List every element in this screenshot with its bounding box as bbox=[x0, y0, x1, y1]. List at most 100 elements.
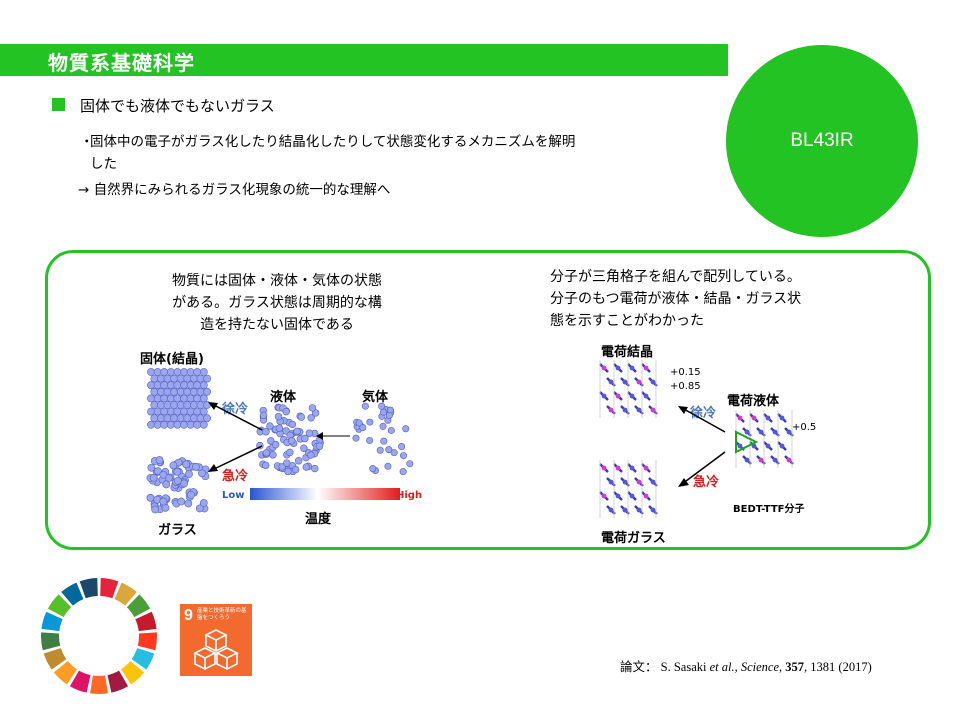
particle bbox=[274, 412, 283, 421]
particle bbox=[177, 497, 186, 506]
particle bbox=[308, 404, 317, 412]
sdg-wheel-segment bbox=[41, 632, 61, 651]
particle bbox=[166, 407, 175, 416]
particle bbox=[199, 407, 208, 416]
liquid-label: 液体 bbox=[270, 390, 297, 405]
beamline-circle bbox=[726, 45, 918, 237]
glass-illustration bbox=[146, 456, 210, 514]
arrow-to-glass bbox=[211, 445, 263, 471]
particle bbox=[378, 402, 386, 410]
particle bbox=[153, 381, 162, 390]
particle bbox=[379, 422, 387, 430]
particle bbox=[146, 493, 155, 502]
particle bbox=[159, 497, 168, 506]
temperature-gradient-bar bbox=[250, 488, 400, 500]
particle bbox=[786, 457, 792, 463]
particle bbox=[160, 368, 169, 376]
particle bbox=[751, 443, 757, 449]
particle bbox=[269, 451, 277, 459]
sdg-wheel-segment bbox=[90, 675, 108, 694]
particle bbox=[636, 407, 642, 413]
particle bbox=[307, 451, 315, 459]
particle bbox=[400, 452, 408, 460]
particle bbox=[169, 461, 178, 470]
particle bbox=[203, 414, 211, 423]
particle bbox=[176, 374, 185, 383]
particle bbox=[147, 381, 155, 390]
particle bbox=[196, 414, 205, 423]
sdg-wheel-segment bbox=[121, 661, 145, 685]
paper-authors: S. Sasaki bbox=[660, 660, 710, 674]
particle bbox=[166, 381, 175, 390]
particle bbox=[170, 401, 178, 409]
particle bbox=[615, 365, 621, 371]
particle bbox=[147, 407, 155, 416]
particle bbox=[643, 365, 649, 371]
particle bbox=[160, 420, 169, 429]
particle bbox=[643, 493, 649, 499]
particle bbox=[160, 381, 169, 390]
particle bbox=[199, 381, 208, 390]
particle bbox=[376, 446, 384, 454]
particle bbox=[737, 415, 743, 421]
particle bbox=[361, 402, 369, 410]
sdg-wheel-segment bbox=[131, 648, 155, 670]
temperature-label: 温度 bbox=[305, 512, 332, 527]
paper-rest: , 1381 (2017) bbox=[804, 660, 872, 674]
particle bbox=[399, 468, 407, 476]
right-quench-label: 急冷 bbox=[693, 475, 720, 490]
particle bbox=[622, 407, 628, 413]
sdg-wheel-segment bbox=[100, 578, 119, 599]
particle bbox=[183, 387, 192, 396]
particle bbox=[151, 505, 160, 514]
particle bbox=[166, 394, 175, 403]
molecule-label: BEDT-TTF分子 bbox=[733, 504, 805, 515]
particle bbox=[629, 493, 635, 499]
paper-prefix: 論文： bbox=[620, 659, 658, 674]
particle bbox=[156, 401, 165, 409]
particle bbox=[293, 427, 301, 436]
particle bbox=[163, 414, 172, 423]
sdg-wheel-segment bbox=[107, 670, 129, 693]
particle bbox=[291, 465, 300, 474]
particle bbox=[173, 381, 182, 390]
liquid-illustration bbox=[256, 403, 324, 476]
particle bbox=[636, 507, 642, 513]
particle bbox=[366, 436, 374, 444]
charge-liquid-label: 電荷液体 bbox=[727, 394, 780, 409]
particle bbox=[744, 457, 750, 463]
particle bbox=[173, 407, 182, 416]
particle bbox=[180, 394, 188, 403]
particle bbox=[294, 457, 303, 465]
particle bbox=[385, 411, 393, 419]
section-heading: 固体でも液体でもないガラス bbox=[80, 97, 275, 115]
particle bbox=[622, 379, 628, 385]
paper-sep: , bbox=[734, 660, 741, 674]
particle bbox=[153, 420, 162, 429]
gas-label: 気体 bbox=[362, 390, 389, 405]
paper-journal: Science bbox=[740, 660, 780, 674]
particle bbox=[147, 463, 156, 472]
arrows-right bbox=[678, 406, 759, 487]
crystal-lattice-illustration bbox=[147, 368, 211, 429]
particle bbox=[772, 457, 778, 463]
particle bbox=[156, 374, 165, 383]
particle bbox=[176, 401, 185, 409]
particle bbox=[608, 479, 614, 485]
paper-volume: 357 bbox=[785, 660, 805, 674]
point-line-1: 固体中の電子がガラス化したり結晶化したりして状態変化するメカニズムを解明 bbox=[90, 134, 576, 150]
particle bbox=[751, 415, 757, 421]
particle bbox=[193, 394, 202, 403]
particle bbox=[173, 394, 182, 403]
particle bbox=[147, 420, 155, 429]
sdg-wheel-segment bbox=[114, 582, 137, 606]
arrow-head bbox=[316, 432, 323, 440]
right-caption-line: 分子のもつ電荷が液体・結晶・ガラス状 bbox=[550, 291, 802, 307]
left-caption-line: 造を持たない固体である bbox=[200, 317, 354, 333]
bullet-square-icon bbox=[52, 98, 65, 111]
arrow-head bbox=[208, 464, 218, 472]
point-line-2: した bbox=[90, 156, 117, 172]
sdg-wheel-segment bbox=[43, 648, 67, 670]
particle bbox=[203, 374, 211, 383]
particle bbox=[601, 465, 607, 471]
